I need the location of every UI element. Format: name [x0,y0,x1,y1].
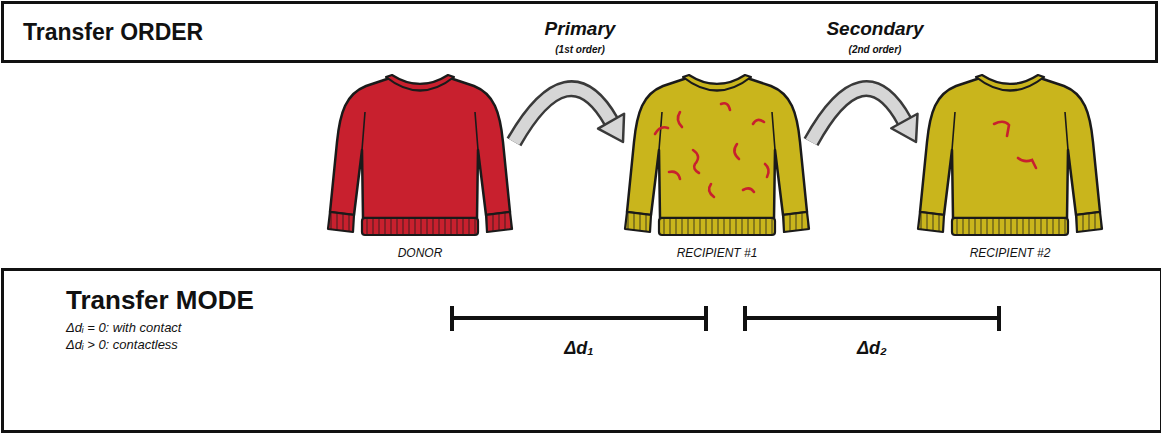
garment-label: RECIPIENT #2 [970,245,1051,262]
arrow-head [598,114,624,142]
order-note: (1st order) [555,44,604,55]
mode-definition: Δdᵢ = 0: with contact [66,319,1160,336]
recipient-sweater-drawing [625,75,809,235]
recipient-garment: RECIPIENT #2 [918,72,1102,262]
donor-sweater-drawing [328,75,512,235]
band-heading: Transfer ORDER [23,24,203,41]
transferred-fibres [994,122,1036,168]
transfer-arrow [514,89,624,142]
arrow-outline [514,89,611,142]
mode-definition: Δdᵢ > 0: contactless [66,336,1160,353]
garment-label: DONOR [398,245,443,262]
arrow-outline [811,89,904,142]
recipient-sweater-drawing [918,75,1102,235]
transferred-fibres [655,103,769,197]
distance-bracket [743,306,1001,331]
distance-bracket [450,306,708,331]
order-note: (2nd order) [849,44,902,55]
garment-label: RECIPIENT #1 [677,245,758,262]
arrow-head [891,114,917,142]
arrow-body [811,89,904,142]
distance-symbol: Δd₁ [564,339,593,359]
recipient-garment: RECIPIENT #1 [625,72,809,262]
order-name: Secondary [826,19,923,40]
band-heading: Transfer MODE [66,285,1160,315]
order-name: Primary [545,19,616,40]
transfer-arrow [811,89,918,142]
arrow-body [514,89,611,142]
distance-symbol: Δd₂ [857,339,887,359]
donor-garment: DONOR [328,72,512,262]
